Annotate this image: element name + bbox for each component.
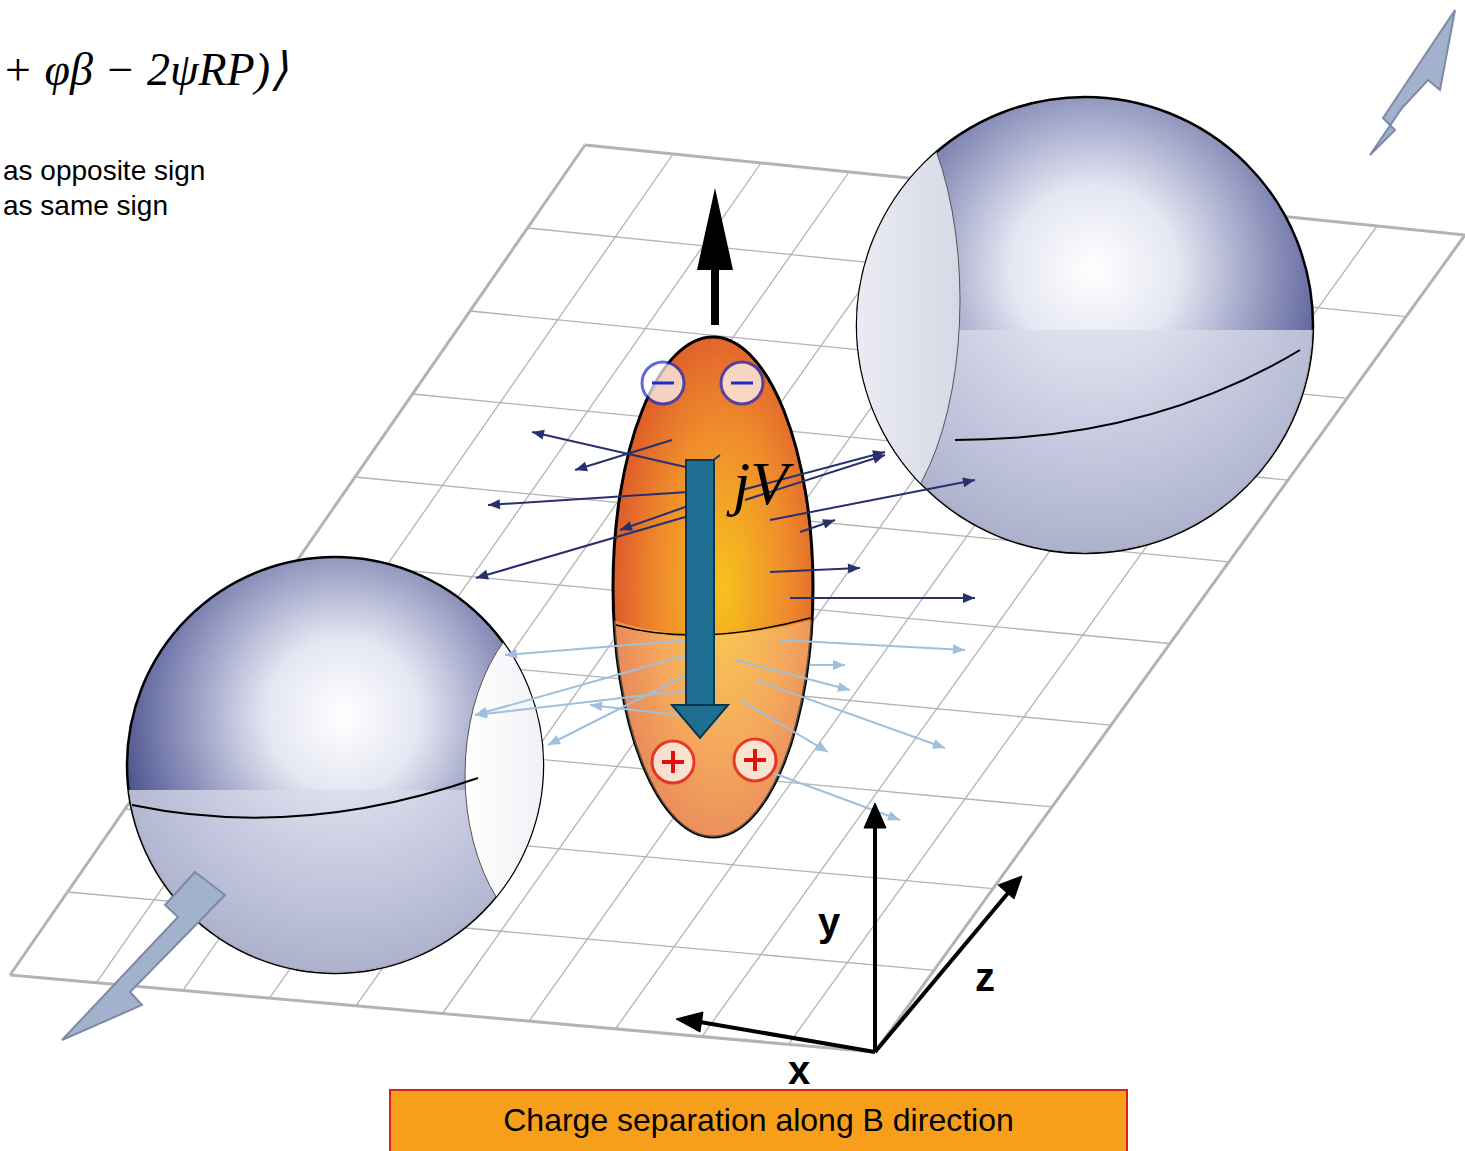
emission-arrowhead bbox=[590, 701, 602, 711]
emission-arrow bbox=[505, 640, 690, 655]
emission-arrow bbox=[488, 492, 688, 505]
axis-label: z bbox=[975, 955, 995, 1000]
note: as same sign bbox=[3, 190, 168, 222]
current-arrowhead bbox=[672, 705, 728, 738]
emission-arrow bbox=[770, 480, 975, 520]
axis-label: x bbox=[788, 1048, 810, 1093]
emission-arrow bbox=[476, 515, 692, 578]
emission-arrowhead bbox=[475, 709, 487, 719]
emission-arrowhead bbox=[620, 521, 633, 530]
negative-charge bbox=[721, 362, 763, 404]
note: as opposite sign bbox=[3, 155, 205, 187]
emission-arrowhead bbox=[848, 564, 860, 574]
caption-box: Charge separation along B direction bbox=[390, 1090, 1127, 1151]
axis-label: y bbox=[818, 900, 840, 945]
grid-line bbox=[97, 154, 674, 983]
emission-arrowhead bbox=[815, 742, 828, 752]
emission-arrow bbox=[765, 770, 900, 820]
emission-arrowhead bbox=[833, 660, 845, 670]
emission-arrowhead bbox=[505, 649, 517, 659]
field-arrowhead bbox=[697, 188, 733, 270]
formula: + φβ − 2ψRP)⟩ bbox=[2, 42, 288, 96]
nucleus-line bbox=[955, 350, 1300, 440]
current-label: jV bbox=[733, 448, 788, 519]
emission-arrow bbox=[770, 568, 860, 572]
emission-arrowhead bbox=[575, 462, 588, 472]
emission-arrow bbox=[790, 597, 975, 599]
nucleus-line bbox=[132, 778, 478, 818]
beam-arrow bbox=[1370, 10, 1455, 155]
axes bbox=[676, 803, 1022, 1052]
emission-arrowhead bbox=[488, 499, 500, 509]
emission-arrowhead bbox=[822, 519, 835, 528]
caption-text: Charge separation along B direction bbox=[503, 1102, 1014, 1139]
nucleus bbox=[750, 65, 1313, 553]
emission-arrow bbox=[800, 520, 835, 532]
emission-arrowhead bbox=[548, 735, 561, 745]
emission-arrowhead bbox=[837, 682, 850, 692]
grid-line bbox=[10, 975, 875, 1052]
emission-arrowhead bbox=[953, 644, 965, 654]
emission-arrowhead bbox=[872, 454, 885, 464]
positive-charge bbox=[652, 741, 694, 783]
emission-arrow bbox=[755, 680, 945, 748]
emission-arrows bbox=[475, 430, 975, 821]
emission-arrowhead bbox=[887, 811, 900, 820]
emission-arrow bbox=[780, 640, 965, 650]
current-arrow bbox=[686, 460, 714, 710]
emission-arrowhead bbox=[932, 739, 945, 748]
negative-charge bbox=[642, 362, 684, 404]
positive-charge bbox=[734, 739, 776, 781]
emission-arrowhead bbox=[476, 570, 489, 580]
emission-arrow bbox=[475, 690, 690, 715]
beam-arrow bbox=[62, 872, 225, 1040]
caption-box bbox=[390, 1090, 1127, 1151]
emission-arrow bbox=[532, 432, 690, 468]
emission-arrow bbox=[735, 660, 850, 690]
emission-arrow bbox=[575, 440, 672, 470]
emission-arrowhead bbox=[962, 477, 975, 487]
emission-arrowhead bbox=[532, 430, 545, 440]
emission-arrowhead bbox=[963, 593, 975, 603]
fireball bbox=[613, 337, 813, 840]
